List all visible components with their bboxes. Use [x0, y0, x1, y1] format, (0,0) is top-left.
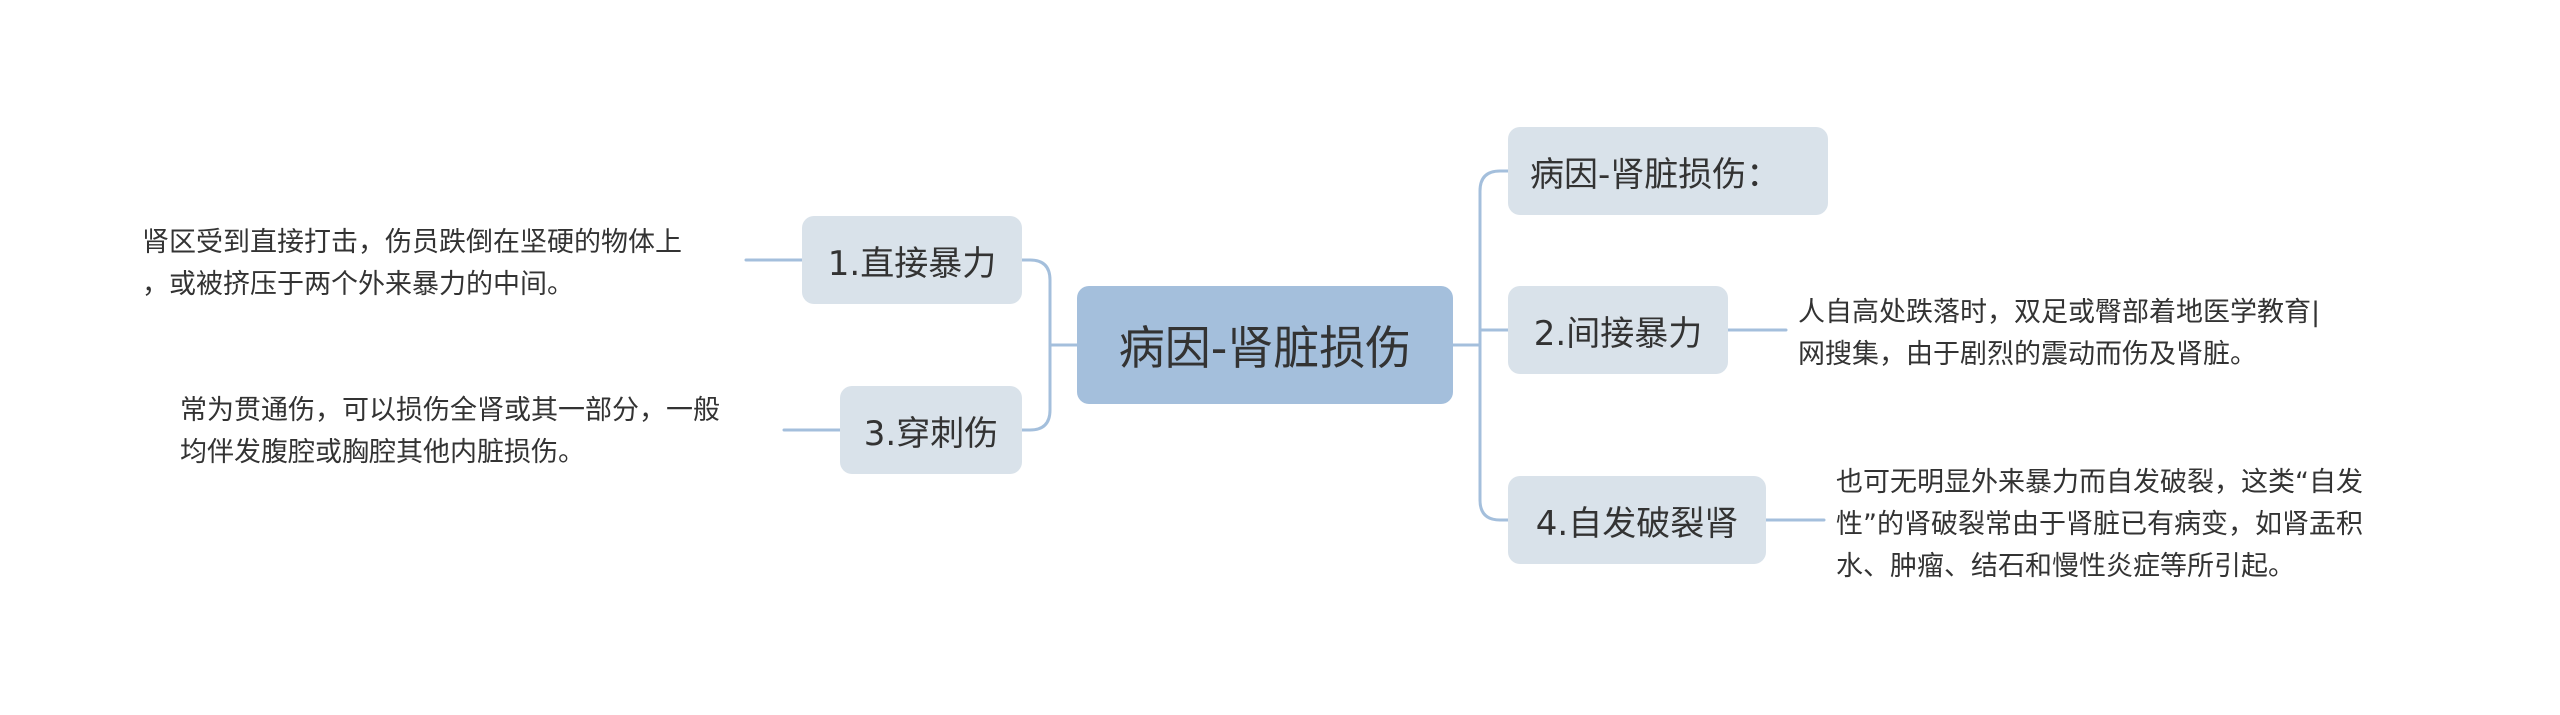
note-indirect-violence: 人自高处跌落时，双足或臀部着地医学教育| 网搜集，由于剧烈的震动而伤及肾脏。 — [1798, 297, 2321, 370]
note-spontaneous-rupture: 也可无明显外来暴力而自发破裂，这类“自发 性”的肾破裂常由于肾脏已有病变，如肾盂… — [1836, 467, 2363, 582]
branch-etiology-heading[interactable]: 病因-肾脏损伤： — [1508, 127, 1828, 215]
connector-left-2 — [1020, 343, 1052, 432]
connector-right-3 — [1478, 343, 1510, 522]
branch-penetrating-injury[interactable]: 3.穿刺伤 — [840, 386, 1022, 474]
connector-left-1 — [1020, 258, 1052, 347]
branch-direct-violence[interactable]: 1.直接暴力 — [802, 216, 1022, 304]
branch-spontaneous-rupture[interactable]: 4.自发破裂肾 — [1508, 476, 1766, 564]
root-topic[interactable]: 病因-肾脏损伤 — [1077, 286, 1453, 404]
branch-indirect-violence[interactable]: 2.间接暴力 — [1508, 286, 1728, 374]
note-direct-violence: 肾区受到直接打击，伤员跌倒在坚硬的物体上 ，或被挤压于两个外来暴力的中间。 — [142, 227, 682, 300]
note-penetrating-injury: 常为贯通伤，可以损伤全肾或其一部分，一般 均伴发腹腔或胸腔其他内脏损伤。 — [180, 395, 720, 468]
connector-right-1 — [1478, 169, 1510, 347]
